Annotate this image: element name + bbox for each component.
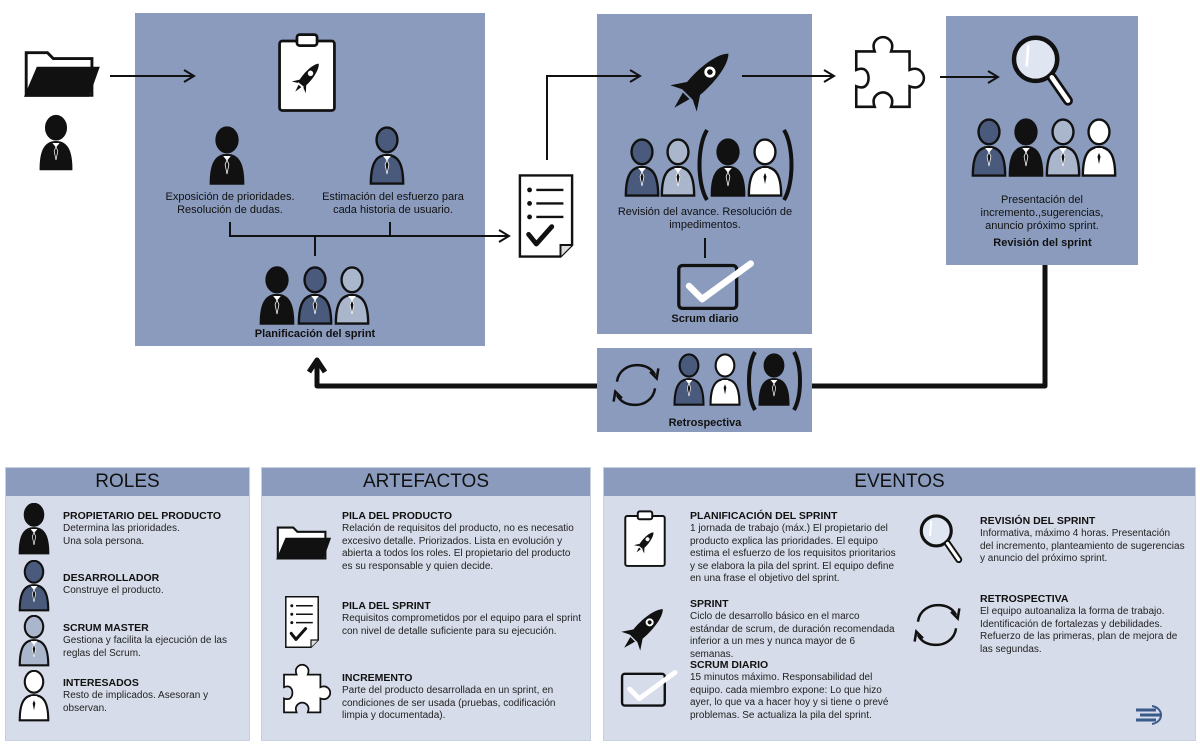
artefactos-heading: ARTEFACTOS (262, 468, 590, 496)
bracket-left-icon (697, 128, 709, 202)
person-icon (709, 138, 747, 198)
role-title: SCRUM MASTER (63, 622, 149, 634)
person-icon (208, 126, 246, 186)
person-icon (659, 138, 697, 198)
rocket-icon (660, 38, 744, 122)
retro-title: Retrospectiva (668, 417, 742, 429)
person-icon (1044, 118, 1082, 178)
person-icon (258, 266, 296, 326)
person-icon (1080, 118, 1118, 178)
role-title: DESARROLLADOR (63, 572, 160, 584)
artefact-title: PILA DEL PRODUCTO (342, 510, 453, 522)
person-icon (17, 560, 51, 612)
eventos-heading: EVENTOS (604, 468, 1195, 496)
role-desc: Construye el producto. (63, 585, 164, 596)
review-title: Revisión del sprint (993, 237, 1092, 249)
cycle-icon (908, 600, 966, 650)
checkbox-icon (676, 258, 760, 314)
event-desc: El equipo autoanaliza la forma de trabaj… (980, 606, 1178, 655)
person-icon (38, 114, 74, 172)
person-icon (672, 352, 706, 408)
event-title: REVISIÓN DEL SPRINT (980, 515, 1096, 527)
event-title: SPRINT (690, 598, 729, 610)
puzzle-icon (277, 662, 333, 718)
role-desc: Gestiona y facilita la ejecución de las … (63, 635, 227, 659)
artefact-title: INCREMENTO (342, 672, 413, 684)
bracket-right-icon (792, 351, 802, 411)
event-desc: 1 jornada de trabajo (máx.) El propietar… (690, 523, 896, 585)
planning-right-text: Estimación del esfuerzo para cada histor… (322, 191, 464, 216)
puzzle-icon (846, 33, 928, 115)
person-icon (623, 138, 661, 198)
review-text: Presentación del incremento.,sugerencias… (980, 194, 1104, 232)
role-title: PROPIETARIO DEL PRODUCTO (63, 510, 222, 522)
person-icon (296, 266, 334, 326)
artefact-desc: Parte del producto desarrollada en un sp… (342, 685, 556, 722)
event-title: RETROSPECTIVA (980, 593, 1069, 605)
roles-heading: ROLES (6, 468, 249, 496)
artefact-desc: Relación de requisitos del producto, no … (342, 523, 574, 572)
person-icon (17, 503, 51, 555)
person-icon (333, 266, 371, 326)
eventos-panel: EVENTOS (603, 467, 1196, 741)
event-desc: 15 minutos máximo. Responsabilidad del e… (690, 672, 889, 721)
clipboard-rocket-icon (275, 28, 339, 118)
daily-title: Scrum diario (671, 313, 739, 325)
checklist-icon (517, 172, 575, 260)
artefact-title: PILA DEL SPRINT (342, 600, 431, 612)
daily-text: Revisión del avance. Resolución de imped… (617, 206, 793, 231)
flow-connectors (110, 69, 1048, 389)
event-title: SCRUM DIARIO (690, 659, 769, 671)
cycle-icon (607, 360, 665, 410)
event-title: PLANIFICACIÓN DEL SPRINT (690, 510, 838, 522)
role-desc: Resto de implicados. Asesoran y observan… (63, 690, 209, 714)
event-desc: Informativa, máximo 4 horas. Presentació… (980, 528, 1185, 565)
role-title: INTERESADOS (63, 677, 139, 689)
person-icon (368, 126, 406, 186)
magnifier-icon (915, 510, 965, 568)
person-icon (970, 118, 1008, 178)
rocket-icon (614, 598, 674, 658)
person-icon (17, 615, 51, 667)
person-icon (708, 352, 742, 408)
person-icon (1007, 118, 1045, 178)
checkbox-icon (620, 668, 682, 710)
artefact-desc: Requisitos comprometidos por el equipo p… (342, 613, 582, 637)
role-desc: Determina las prioridades. Una sola pers… (63, 523, 180, 547)
planning-title: Planificación del sprint (254, 328, 376, 340)
event-desc: Ciclo de desarrollo básico en el marco e… (690, 611, 895, 660)
person-icon (17, 670, 51, 722)
bracket-left-icon (747, 351, 757, 411)
checklist-icon (284, 595, 320, 649)
clipboard-rocket-icon (622, 508, 668, 570)
person-icon (757, 352, 791, 408)
planning-left-text: Exposición de prioridades. Resolución de… (165, 191, 295, 216)
logo-icon (1136, 705, 1162, 725)
folder-icon (275, 522, 331, 564)
bracket-right-icon (782, 128, 794, 202)
folder-icon (22, 45, 100, 103)
person-icon (746, 138, 784, 198)
magnifier-icon (1005, 30, 1077, 112)
